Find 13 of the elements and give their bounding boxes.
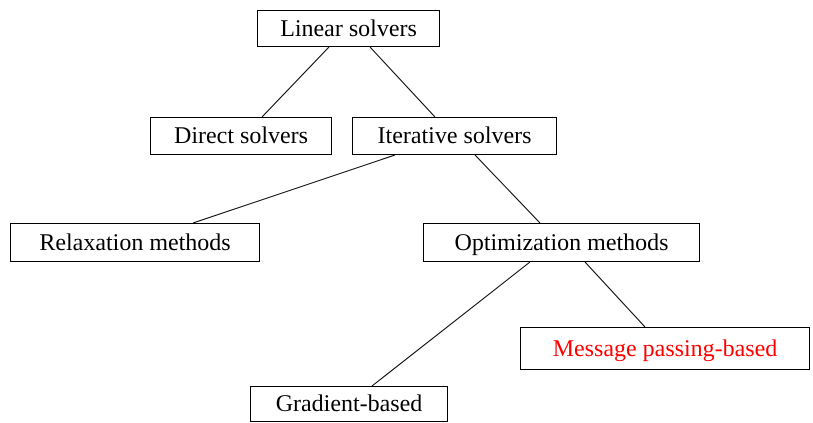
connector-line bbox=[372, 262, 530, 386]
tree-node-box: Message passing-based bbox=[520, 327, 810, 370]
connector-line bbox=[584, 262, 646, 328]
tree-node-box: Relaxation methods bbox=[10, 223, 260, 262]
tree-node-box: Iterative solvers bbox=[352, 117, 557, 155]
connector-line bbox=[192, 154, 396, 224]
connector-line bbox=[370, 46, 436, 118]
tree-node-box: Direct solvers bbox=[150, 117, 332, 155]
tree-node-box: Optimization methods bbox=[423, 223, 700, 262]
connector-line bbox=[474, 154, 540, 224]
tree-node-box: Gradient-based bbox=[250, 386, 448, 422]
connector-line bbox=[262, 46, 330, 118]
tree-node-box: Linear solvers bbox=[257, 10, 440, 47]
